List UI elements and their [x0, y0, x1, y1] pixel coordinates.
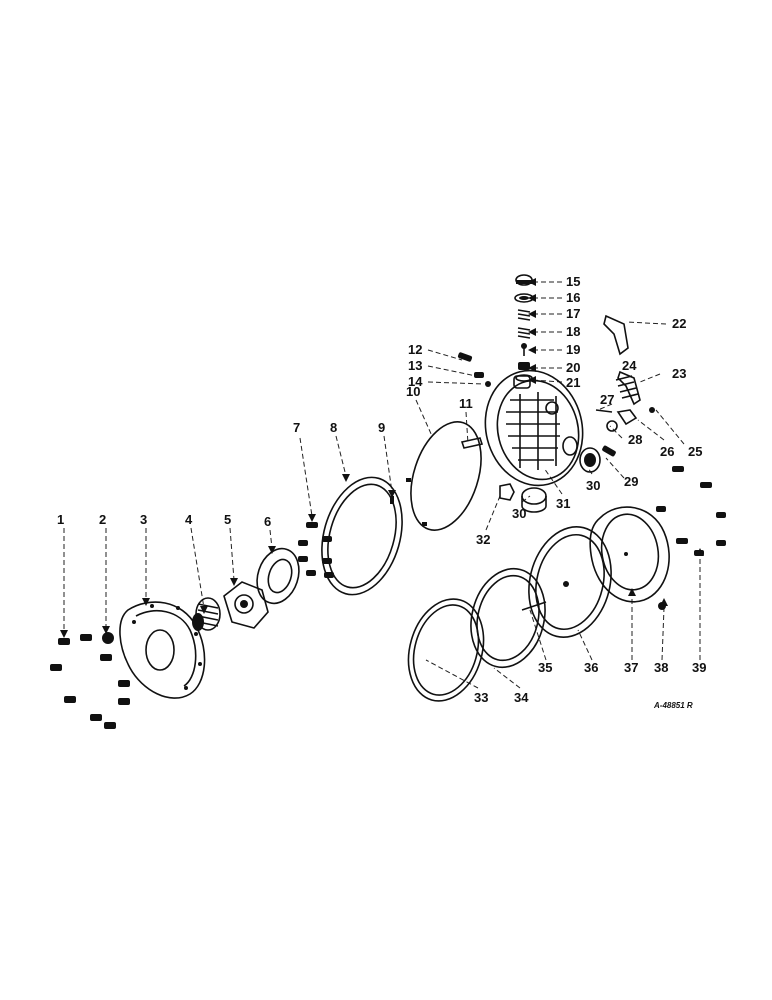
lever-arm — [603, 314, 629, 356]
callout-25: 25 — [688, 444, 702, 459]
callout-7: 7 — [293, 420, 300, 435]
callout-labels: 1 2 3 4 5 6 7 8 9 10 11 12 13 14 15 16 1… — [57, 274, 706, 710]
callout-26: 26 — [660, 444, 674, 459]
retainer-ring — [256, 547, 300, 605]
callout-10: 10 — [406, 384, 420, 399]
callout-15: 15 — [566, 274, 580, 289]
spring — [615, 375, 639, 399]
fittings-right — [595, 407, 655, 457]
callout-21: 21 — [566, 375, 580, 390]
parts-artwork — [50, 274, 726, 729]
callout-39: 39 — [692, 660, 706, 675]
callout-30a: 30 — [586, 478, 600, 493]
callout-11: 11 — [459, 396, 473, 411]
callout-12: 12 — [408, 342, 422, 357]
callout-3: 3 — [140, 512, 147, 527]
callout-33: 33 — [474, 690, 488, 705]
drawing-reference: A-48851 R — [653, 701, 693, 710]
callout-28: 28 — [628, 432, 642, 447]
callout-38: 38 — [654, 660, 668, 675]
callout-8: 8 — [330, 420, 337, 435]
pump-housing — [484, 369, 584, 487]
callout-17: 17 — [566, 306, 580, 321]
callout-1: 1 — [57, 512, 64, 527]
callout-32: 32 — [476, 532, 490, 547]
callout-4: 4 — [185, 512, 193, 527]
callout-36: 36 — [584, 660, 598, 675]
callout-9: 9 — [378, 420, 385, 435]
elbow-fitting — [499, 483, 515, 501]
cap-screws-right — [656, 466, 726, 610]
callout-29: 29 — [624, 474, 638, 489]
callout-13: 13 — [408, 358, 422, 373]
diaphragm — [528, 526, 612, 638]
callout-22: 22 — [672, 316, 686, 331]
end-cover — [119, 601, 206, 699]
spring-cup — [192, 597, 221, 631]
cap-screws-left — [50, 634, 130, 729]
pipe-plugs — [521, 447, 601, 513]
callout-18: 18 — [566, 324, 580, 339]
gasket-large — [321, 476, 403, 596]
callout-34: 34 — [514, 690, 529, 705]
callout-37: 37 — [624, 660, 638, 675]
callout-14: 14 — [408, 374, 423, 389]
leader-lines — [60, 278, 704, 689]
outer-gasket — [407, 598, 485, 702]
pin — [460, 437, 484, 449]
lever-arm-small — [617, 370, 641, 406]
callout-2: 2 — [99, 512, 106, 527]
callout-27: 27 — [600, 392, 614, 407]
callout-30b: 30 — [512, 506, 526, 521]
diaphragm-gasket — [470, 567, 547, 669]
screw-washer-set — [457, 352, 491, 387]
diaphragm-disc — [410, 421, 482, 531]
dowel-pin — [390, 496, 394, 504]
callout-5: 5 — [224, 512, 231, 527]
diaphragm-plate — [223, 581, 269, 629]
callout-20: 20 — [566, 360, 580, 375]
callout-35: 35 — [538, 660, 552, 675]
callout-23: 23 — [672, 366, 686, 381]
callout-31: 31 — [556, 496, 570, 511]
callout-6: 6 — [264, 514, 271, 529]
valve-stack — [514, 274, 534, 382]
nut — [102, 632, 114, 644]
callout-24: 24 — [622, 358, 637, 373]
callout-16: 16 — [566, 290, 580, 305]
callout-19: 19 — [566, 342, 580, 357]
